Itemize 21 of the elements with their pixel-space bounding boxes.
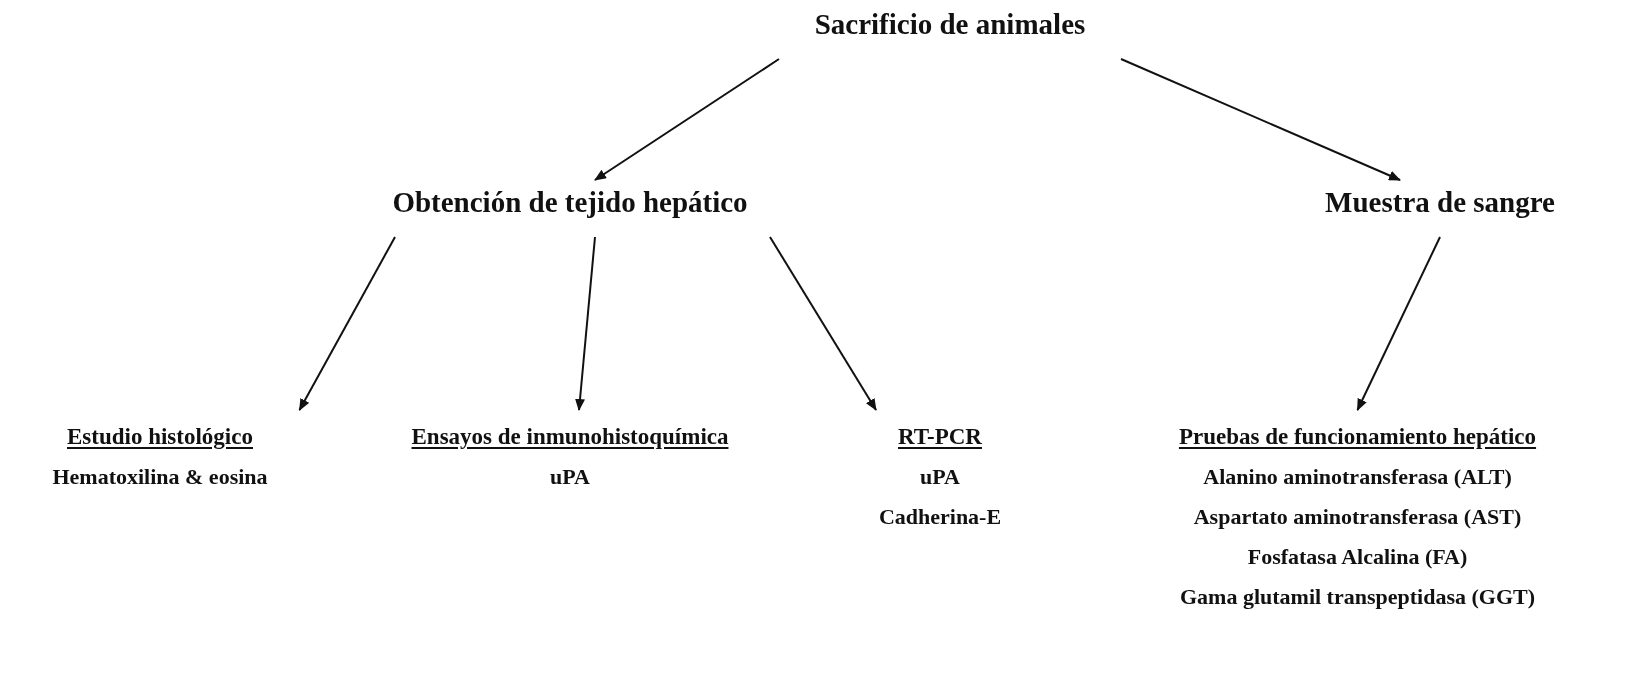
arrow xyxy=(575,236,596,411)
column-heading: RT-PCR xyxy=(898,424,982,450)
column-heading: Pruebas de funcionamiento hepático xyxy=(1178,424,1537,450)
item-label: Alanino aminotransferasa (ALT) xyxy=(1203,464,1512,490)
item-label: Cadherina-E xyxy=(878,504,1002,530)
arrow xyxy=(769,236,877,411)
item-label: Fosfatasa Alcalina (FA) xyxy=(1247,544,1468,570)
step-label: Sacrificio de animales xyxy=(814,8,1086,41)
item-label: uPA xyxy=(550,464,590,490)
item-label: Aspartato aminotransferasa (AST) xyxy=(1193,504,1522,530)
step-label: Obtención de tejido hepático xyxy=(392,186,748,219)
item-label: Hematoxilina & eosina xyxy=(52,464,268,490)
arrow xyxy=(594,58,780,181)
arrow xyxy=(1120,58,1401,181)
column-heading: Estudio histológico xyxy=(67,424,253,450)
arrow xyxy=(1356,236,1441,411)
step-label: Muestra de sangre xyxy=(1325,186,1555,219)
item-label: uPA xyxy=(920,464,960,490)
item-label: Gama glutamil transpeptidasa (GGT) xyxy=(1179,584,1536,610)
arrow xyxy=(298,236,396,411)
column-heading: Ensayos de inmunohistoquímica xyxy=(411,424,729,450)
